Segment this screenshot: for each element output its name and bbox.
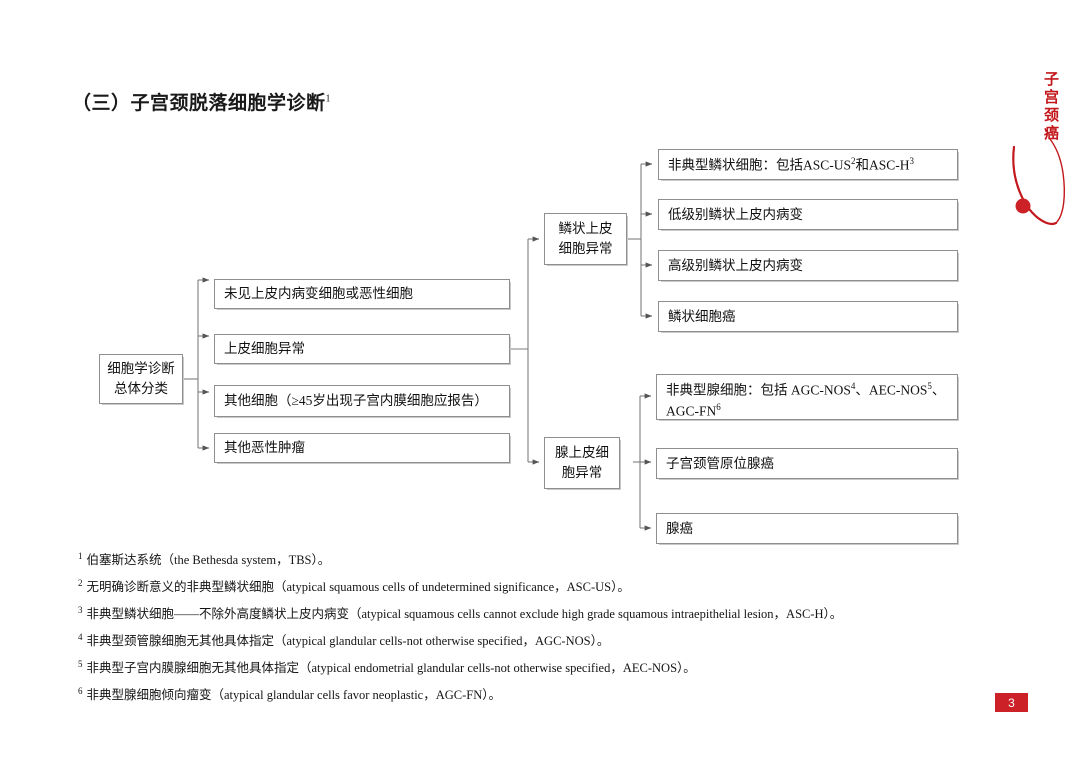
node-agc-sup3: 6 (716, 401, 721, 412)
flowchart-connectors (183, 161, 653, 531)
node-other-cells-label: 其他细胞（≥45岁出现子宫内膜细胞应报告） (224, 393, 488, 409)
node-agc-sup2: 5 (927, 381, 932, 391)
page-number-badge: 3 (995, 693, 1028, 712)
node-hsil-label: 高级别鳞状上皮内病变 (668, 257, 803, 273)
node-root-line1: 细胞学诊断 (107, 361, 175, 377)
node-no-lesion[interactable]: 未见上皮内病变细胞或恶性细胞 (214, 279, 510, 309)
footnote-3-text: 非典型鳞状细胞——不除外高度鳞状上皮内病变（atypical squamous … (86, 607, 843, 622)
node-agc-label: 非典型腺细胞：包括 AGC-NOS4、AEC-NOS5、 AGC-FN6 (666, 380, 945, 422)
node-glandular-abnormal-line1: 腺上皮细 (555, 444, 609, 460)
footnote-4-mark: 4 (78, 632, 83, 642)
node-other-malignant[interactable]: 其他恶性肿瘤 (214, 433, 510, 463)
footnote-2-text: 无明确诊断意义的非典型鳞状细胞（atypical squamous cells … (86, 580, 630, 595)
page-title-superscript: 1 (325, 93, 332, 105)
node-squamous-abnormal[interactable]: 鳞状上皮 细胞异常 (544, 213, 627, 265)
corner-label: 子宫颈癌 (1042, 71, 1058, 143)
node-ais-label: 子宫颈管原位腺癌 (666, 455, 774, 471)
node-agc[interactable]: 非典型腺细胞：包括 AGC-NOS4、AEC-NOS5、 AGC-FN6 (656, 374, 958, 420)
node-no-lesion-label: 未见上皮内病变细胞或恶性细胞 (224, 286, 413, 302)
node-glandular-abnormal-line2: 胞异常 (561, 465, 603, 480)
node-squamous-abnormal-line2: 细胞异常 (558, 241, 613, 256)
footnote-5-mark: 5 (78, 659, 83, 669)
node-other-cells[interactable]: 其他细胞（≥45岁出现子宫内膜细胞应报告） (214, 385, 510, 417)
footnote-3-mark: 3 (78, 605, 83, 615)
node-hsil[interactable]: 高级别鳞状上皮内病变 (658, 250, 958, 281)
node-epithelial-abnormal-label: 上皮细胞异常 (224, 341, 305, 357)
corner-ornament: 子宫颈癌 (990, 55, 1080, 230)
flowchart-diagram: 细胞学诊断 总体分类 未见上皮内病变细胞或恶性细胞 上皮细胞异常 其他细胞（≥4… (99, 149, 958, 544)
node-asc-label: 非典型鳞状细胞：包括ASC-US2和ASC-H3 (668, 155, 914, 175)
node-epithelial-abnormal[interactable]: 上皮细胞异常 (214, 334, 510, 364)
footnote-5-text: 非典型子宫内膜腺细胞无其他具体指定（atypical endometrial g… (86, 661, 696, 676)
node-lsil[interactable]: 低级别鳞状上皮内病变 (658, 199, 958, 230)
page-title-text: （三）子宫颈脱落细胞学诊断 (72, 93, 326, 114)
node-agc-line2a: AGC-FN (666, 403, 717, 419)
footnote-2-mark: 2 (78, 578, 83, 588)
node-lsil-label: 低级别鳞状上皮内病变 (668, 206, 803, 222)
corner-dot-icon (1015, 198, 1031, 214)
footnote-6-text: 非典型腺细胞倾向瘤变（atypical glandular cells favo… (86, 688, 502, 703)
node-squamous-abnormal-line1: 鳞状上皮 (558, 220, 613, 236)
footnote-6-mark: 6 (78, 686, 83, 696)
footnote-1-text: 伯塞斯达系统（the Bethesda system，TBS）。 (86, 553, 331, 568)
node-scc-label: 鳞状细胞癌 (668, 308, 736, 324)
footnote-4-text: 非典型颈管腺细胞无其他具体指定（atypical glandular cells… (86, 634, 610, 649)
node-root-line2: 总体分类 (114, 381, 168, 396)
node-asc-prefix: 非典型鳞状细胞：包括ASC-US (668, 157, 852, 173)
node-asc-mid: 和ASC-H (855, 157, 910, 173)
node-asc[interactable]: 非典型鳞状细胞：包括ASC-US2和ASC-H3 (658, 149, 958, 180)
node-asc-sup2: 3 (909, 155, 915, 166)
page-title: （三）子宫颈脱落细胞学诊断1 (72, 88, 331, 115)
node-glandular-abnormal[interactable]: 腺上皮细 胞异常 (544, 437, 620, 489)
node-scc[interactable]: 鳞状细胞癌 (658, 301, 958, 332)
node-agc-line1c: 、 (931, 382, 946, 398)
node-other-malignant-label: 其他恶性肿瘤 (224, 440, 305, 456)
node-adenocarcinoma-label: 腺癌 (666, 520, 693, 536)
node-adenocarcinoma[interactable]: 腺癌 (656, 513, 958, 544)
corner-swoosh-icon (1012, 138, 1065, 226)
node-root[interactable]: 细胞学诊断 总体分类 (99, 354, 183, 404)
footnote-1-mark: 1 (78, 551, 83, 561)
node-agc-sup1: 4 (850, 381, 856, 391)
node-asc-sup1: 2 (851, 155, 856, 166)
node-ais[interactable]: 子宫颈管原位腺癌 (656, 448, 958, 479)
node-agc-line1b: 、AEC-NOS (855, 382, 928, 398)
node-agc-line1a: 非典型腺细胞：包括 AGC-NOS (666, 382, 851, 398)
